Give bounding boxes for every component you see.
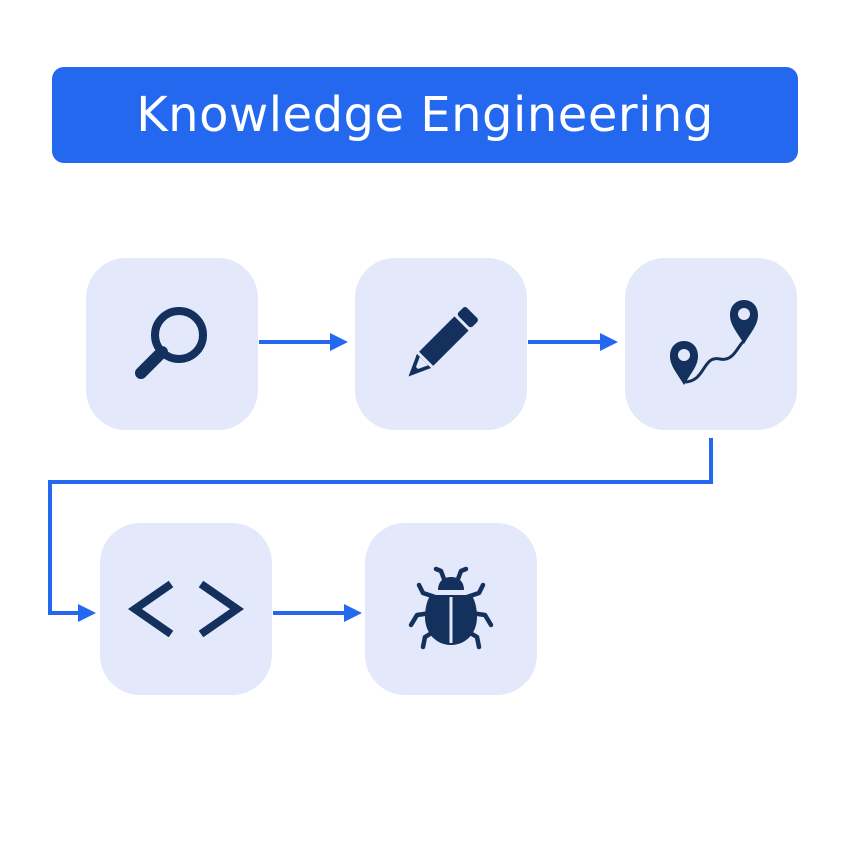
arrow-2-3-head xyxy=(600,333,618,351)
step-node-write xyxy=(355,258,527,430)
step-node-debug xyxy=(365,523,537,695)
arrow-3-4-line xyxy=(48,438,713,615)
step-node-plan xyxy=(625,258,797,430)
bug-icon xyxy=(408,566,494,650)
title-banner: Knowledge Engineering xyxy=(52,67,798,163)
route-pins-icon xyxy=(670,300,758,385)
page-title: Knowledge Engineering xyxy=(136,87,714,143)
arrow-4-5-head xyxy=(344,604,362,622)
code-brackets-icon xyxy=(127,580,245,638)
arrow-1-2-head xyxy=(330,333,348,351)
magnifier-icon xyxy=(135,307,207,379)
step-node-code xyxy=(100,523,272,695)
arrow-3-4-head xyxy=(78,604,96,622)
pencil-icon xyxy=(408,307,478,377)
step-node-search xyxy=(86,258,258,430)
